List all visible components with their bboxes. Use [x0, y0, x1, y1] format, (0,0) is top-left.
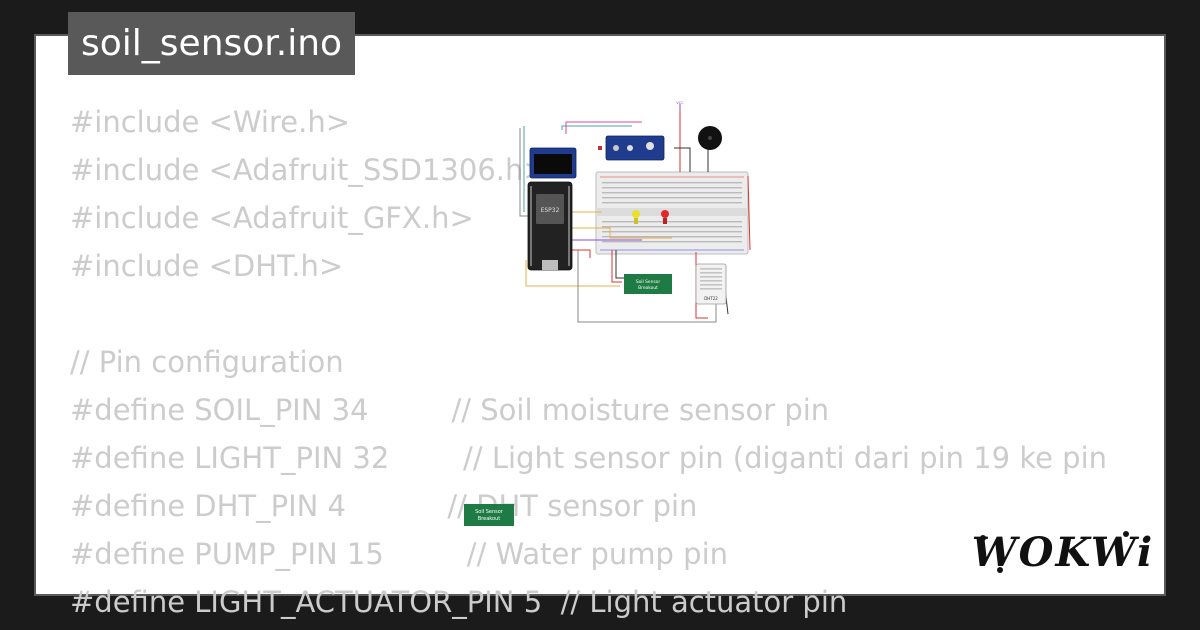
soil-breakout-label: Soil Sensor	[475, 509, 504, 515]
code-line: #include <Adafruit_GFX.h>	[70, 201, 474, 235]
esp32-board-icon: ESP32	[527, 181, 573, 271]
soil-sensor-breakout: Soil Sensor Breakout	[624, 274, 672, 294]
buzzer-icon	[698, 126, 722, 150]
code-card: #include <Wire.h> #include <Adafruit_SSD1…	[34, 34, 1166, 619]
soil-breakout-label: Soil Sensor	[636, 279, 661, 285]
code-line: // Pin configuration	[70, 345, 344, 379]
soil-sensor-breakout-small: Soil Sensor Breakout	[464, 504, 514, 526]
code-line: #define SOIL_PIN 34 // Soil moisture sen…	[70, 393, 830, 427]
dht22-sensor-icon: DHT22	[695, 263, 727, 305]
vcc-marker: VCC	[676, 101, 684, 110]
circuit-diagram: VCC ESP32 Soil Sensor	[519, 101, 751, 323]
vcc-label: VCC	[676, 101, 684, 105]
dht-label: DHT22	[704, 296, 718, 301]
code-listing: #include <Wire.h> #include <Adafruit_SSD1…	[70, 98, 1107, 626]
soil-breakout-label: Breakout	[478, 516, 500, 522]
breadboard-icon	[595, 171, 749, 255]
light-sensor-module-icon	[598, 135, 665, 161]
led-icon	[632, 210, 640, 224]
code-line: #include <Wire.h>	[70, 105, 351, 139]
file-title: soil_sensor.ino	[68, 12, 356, 75]
wokwi-logo: WOKWi	[972, 529, 1153, 576]
soil-breakout-label: Breakout	[638, 285, 658, 291]
oled-display-icon	[529, 147, 577, 179]
esp32-label: ESP32	[541, 207, 560, 214]
code-line: #define LIGHT_ACTUATOR_PIN 5 // Light ac…	[70, 585, 848, 619]
code-line: #define DHT_PIN 4 // DHT sensor pin	[70, 489, 698, 523]
code-line: #define PUMP_PIN 15 // Water pump pin	[70, 537, 729, 571]
code-line: #define LIGHT_PIN 32 // Light sensor pin…	[70, 441, 1108, 475]
code-line: #include <Adafruit_SSD1306.h>	[70, 153, 548, 187]
code-line: #include <DHT.h>	[70, 249, 344, 283]
led-icon	[661, 210, 669, 224]
